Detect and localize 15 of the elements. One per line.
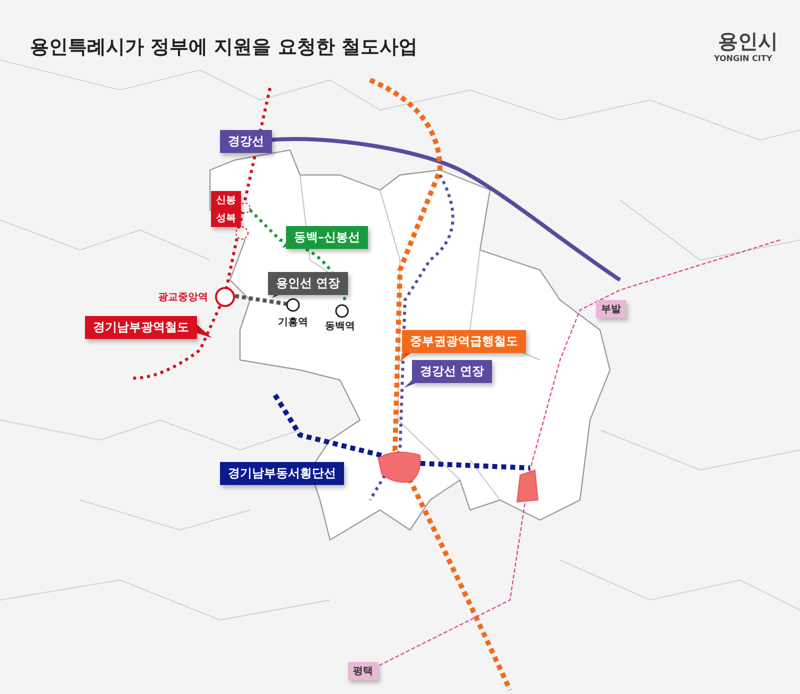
line-name-tag: 경강선 연장: [412, 360, 492, 383]
place-tag: 평택: [348, 662, 378, 680]
station-name: 기흥역: [278, 316, 308, 329]
station-name: 광교중앙역: [158, 291, 208, 304]
line-name-tag: 동백–신봉선: [286, 226, 368, 249]
city-name-english: YONGIN CITY: [714, 54, 772, 63]
station-tag: 성복: [211, 209, 241, 227]
title: 용인특례시가 정부에 지원을 요청한 철도사업: [30, 35, 418, 60]
station-name: 동백역: [325, 320, 355, 333]
station-tag: 신봉: [211, 191, 241, 209]
line-name-tag: 경강선: [220, 130, 272, 153]
city-name: 용인시: [718, 28, 778, 55]
line-name-tag: 경기남부동서횡단선: [220, 462, 344, 485]
place-tag: 부발: [596, 300, 626, 318]
line-name-tag: 용인선 연장: [268, 272, 348, 295]
